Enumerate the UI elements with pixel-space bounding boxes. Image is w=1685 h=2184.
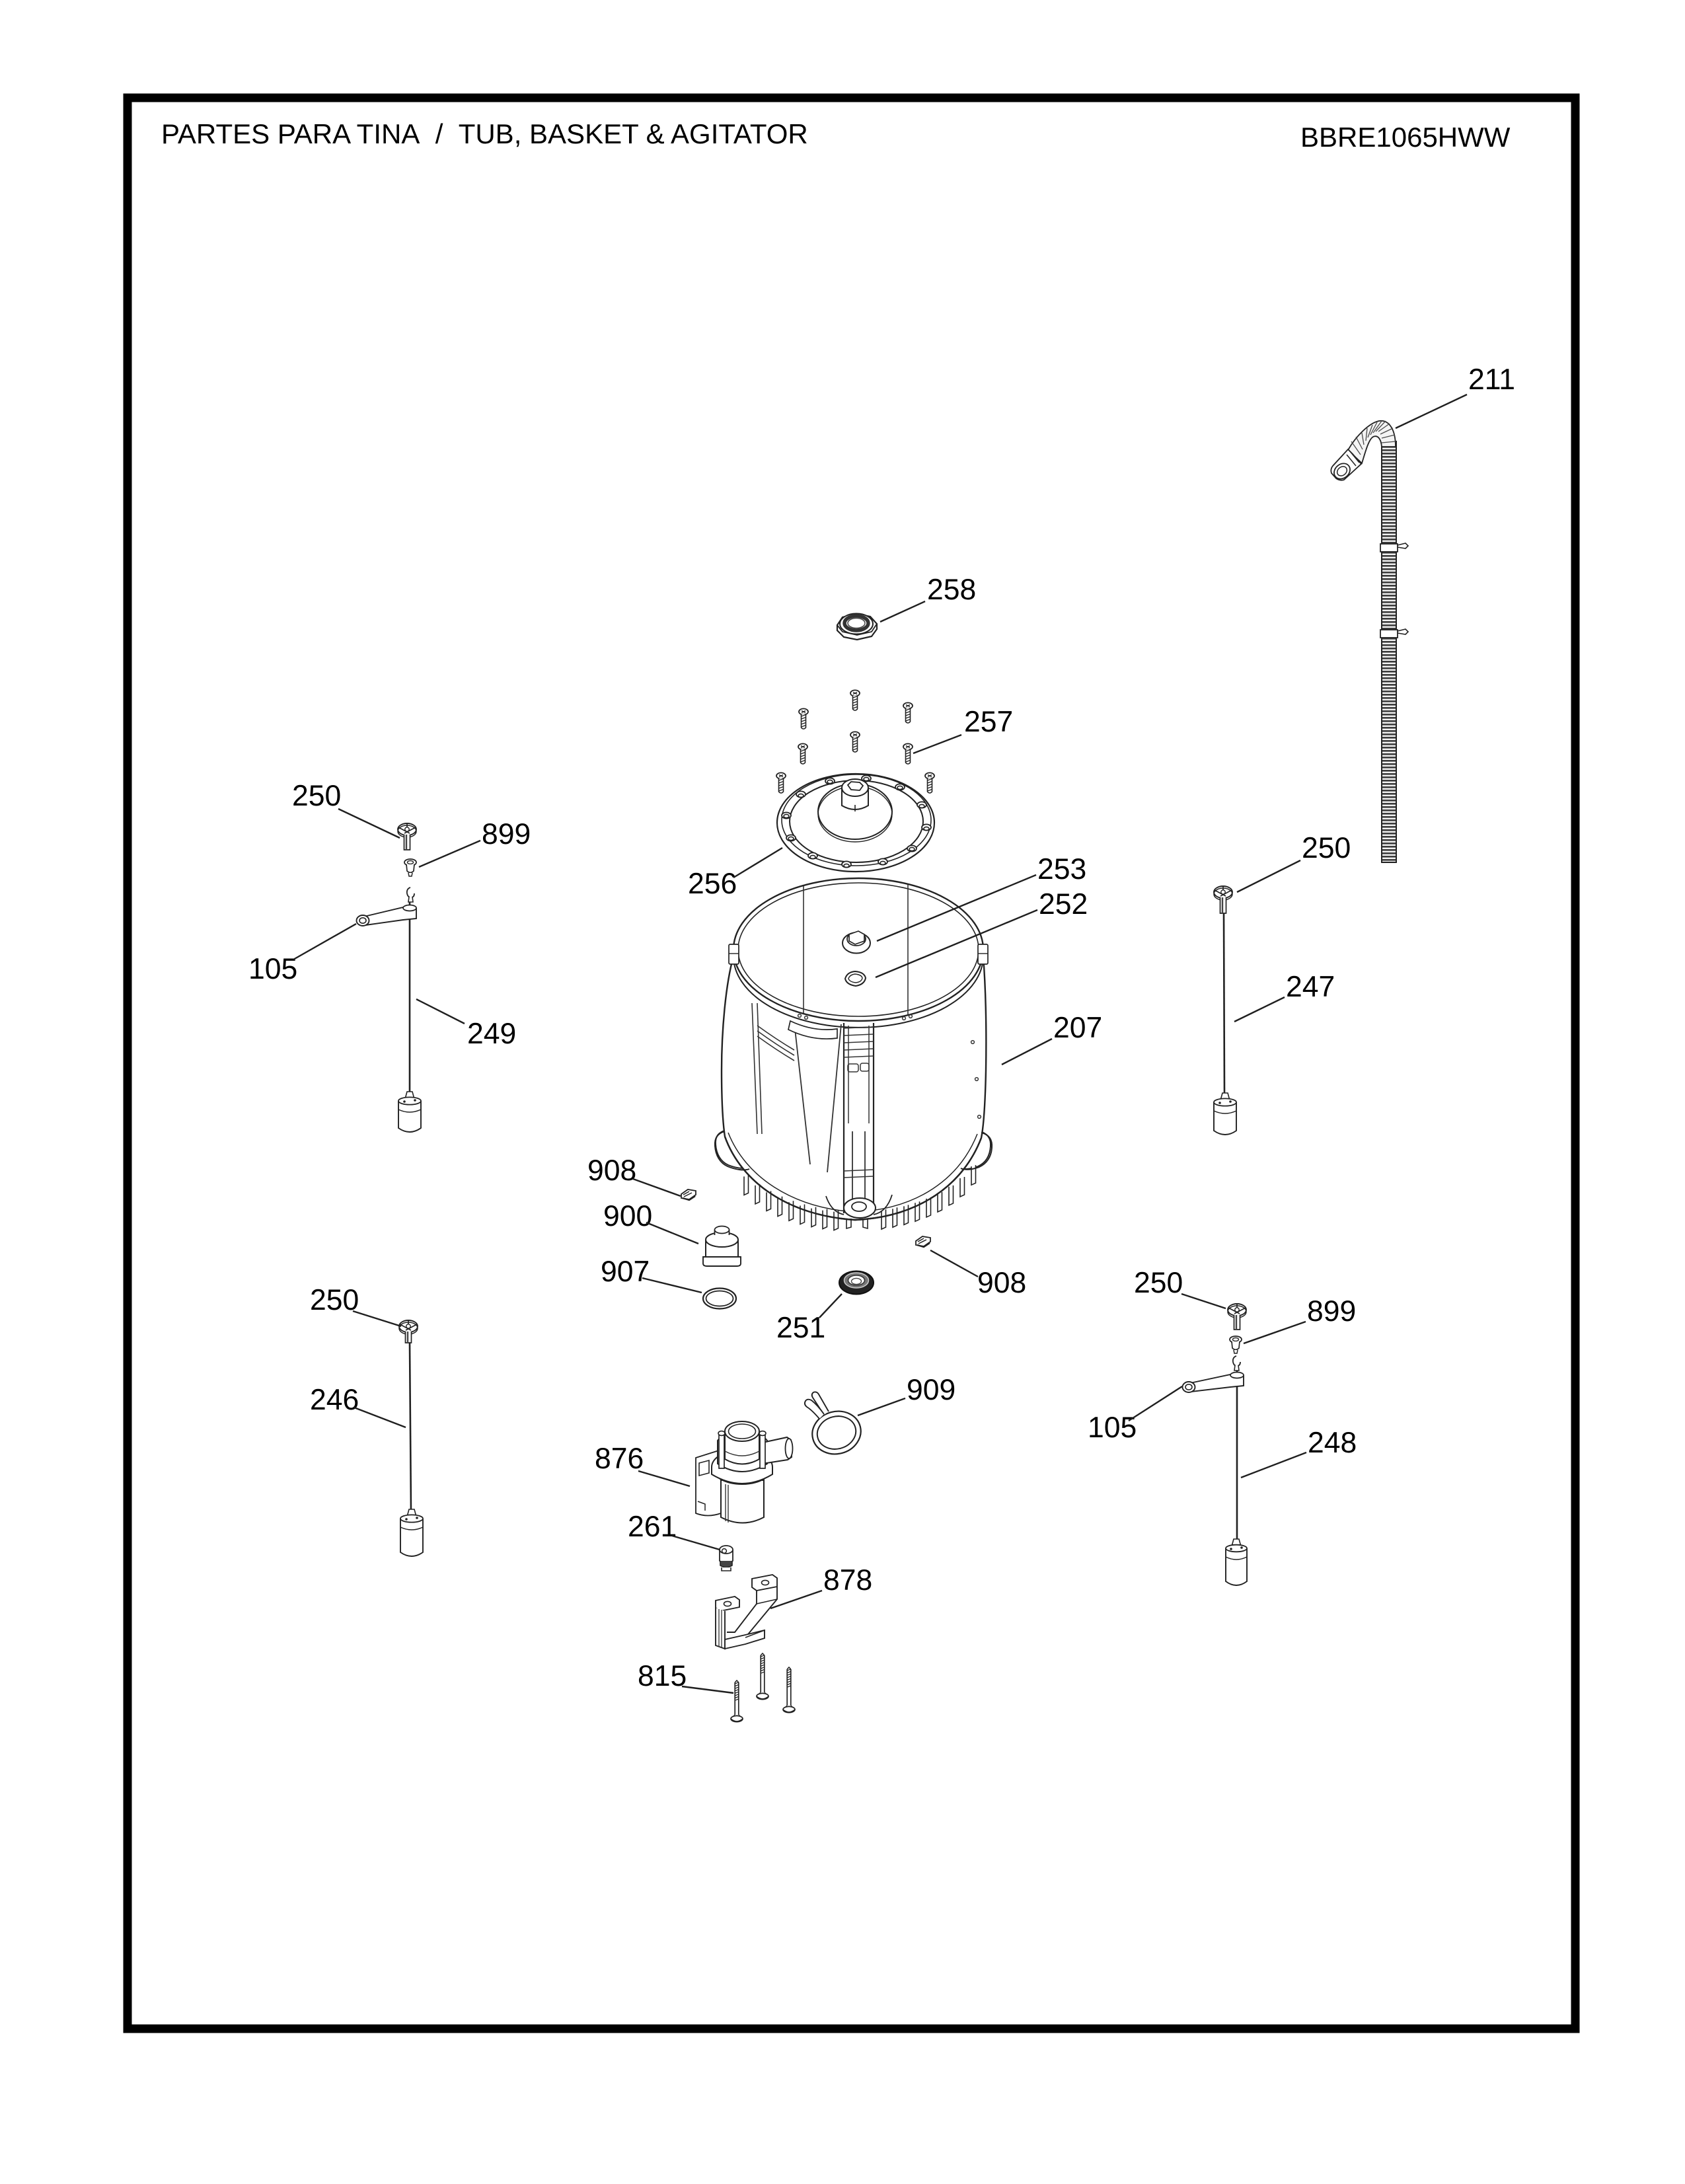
svg-text:908: 908 (587, 1154, 636, 1187)
svg-text:256: 256 (688, 868, 737, 900)
svg-text:247: 247 (1286, 971, 1335, 1003)
svg-text:249: 249 (467, 1018, 516, 1050)
svg-text:250: 250 (292, 780, 341, 812)
svg-text:909: 909 (907, 1374, 955, 1406)
svg-text:899: 899 (1307, 1295, 1356, 1328)
svg-text:251: 251 (776, 1312, 825, 1344)
svg-text:248: 248 (1308, 1427, 1357, 1459)
svg-text:105: 105 (1088, 1412, 1137, 1444)
svg-text:878: 878 (823, 1564, 872, 1597)
svg-text:815: 815 (638, 1660, 687, 1692)
svg-text:907: 907 (601, 1256, 650, 1288)
svg-text:105: 105 (248, 953, 297, 985)
svg-text:252: 252 (1039, 888, 1088, 921)
svg-text:258: 258 (927, 574, 976, 606)
svg-text:250: 250 (310, 1284, 359, 1316)
svg-text:250: 250 (1302, 832, 1351, 864)
svg-text:257: 257 (964, 706, 1013, 738)
svg-text:899: 899 (482, 818, 531, 850)
svg-text:250: 250 (1134, 1267, 1183, 1299)
svg-text:246: 246 (310, 1384, 359, 1416)
svg-text:PARTES PARA TINA / TUB, BASK: PARTES PARA TINA / TUB, BASKET & AGITATO… (161, 118, 808, 149)
svg-text:908: 908 (977, 1267, 1026, 1299)
svg-text:253: 253 (1037, 853, 1086, 885)
svg-text:211: 211 (1468, 363, 1515, 396)
svg-text:BBRE1065HWW: BBRE1065HWW (1300, 122, 1511, 153)
svg-text:900: 900 (603, 1200, 652, 1232)
svg-text:207: 207 (1053, 1012, 1102, 1044)
svg-text:261: 261 (628, 1511, 677, 1543)
svg-text:876: 876 (595, 1443, 644, 1475)
